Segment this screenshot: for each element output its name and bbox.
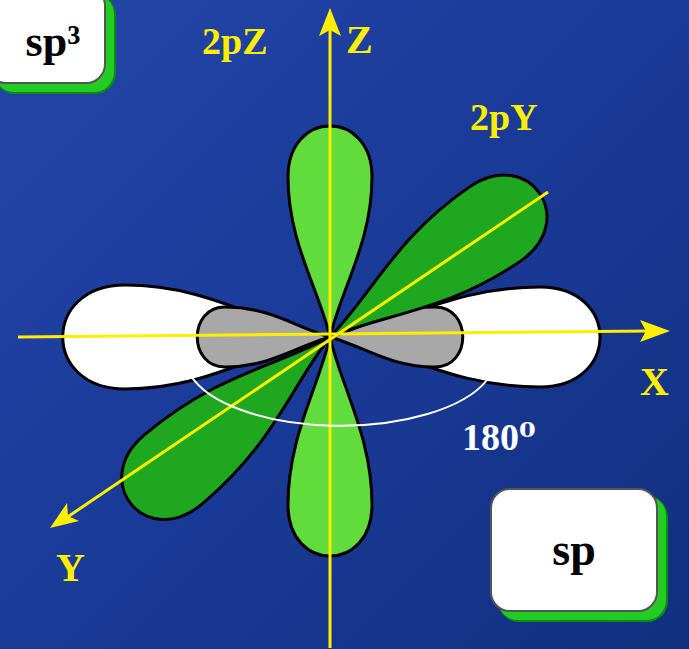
- box-label: sp³: [26, 20, 81, 64]
- arc-arrowhead: [183, 366, 196, 380]
- angle-label: 180⁰: [462, 418, 536, 456]
- box-label: sp: [552, 527, 595, 573]
- angle-arc: [190, 374, 487, 426]
- axis-label: Z: [346, 20, 373, 60]
- axis-arrowhead: [319, 8, 341, 36]
- axis-label: X: [640, 362, 669, 402]
- orbital-label: 2pY: [470, 98, 538, 136]
- axis-arrowhead: [640, 320, 670, 342]
- hybrid-type-box: sp³: [0, 0, 106, 84]
- hybrid-type-box: sp: [490, 488, 658, 612]
- orbital-label: 2pZ: [202, 22, 267, 60]
- axis-arrowhead: [50, 503, 79, 528]
- y-axis: [66, 192, 548, 518]
- axis-label: Y: [56, 548, 85, 588]
